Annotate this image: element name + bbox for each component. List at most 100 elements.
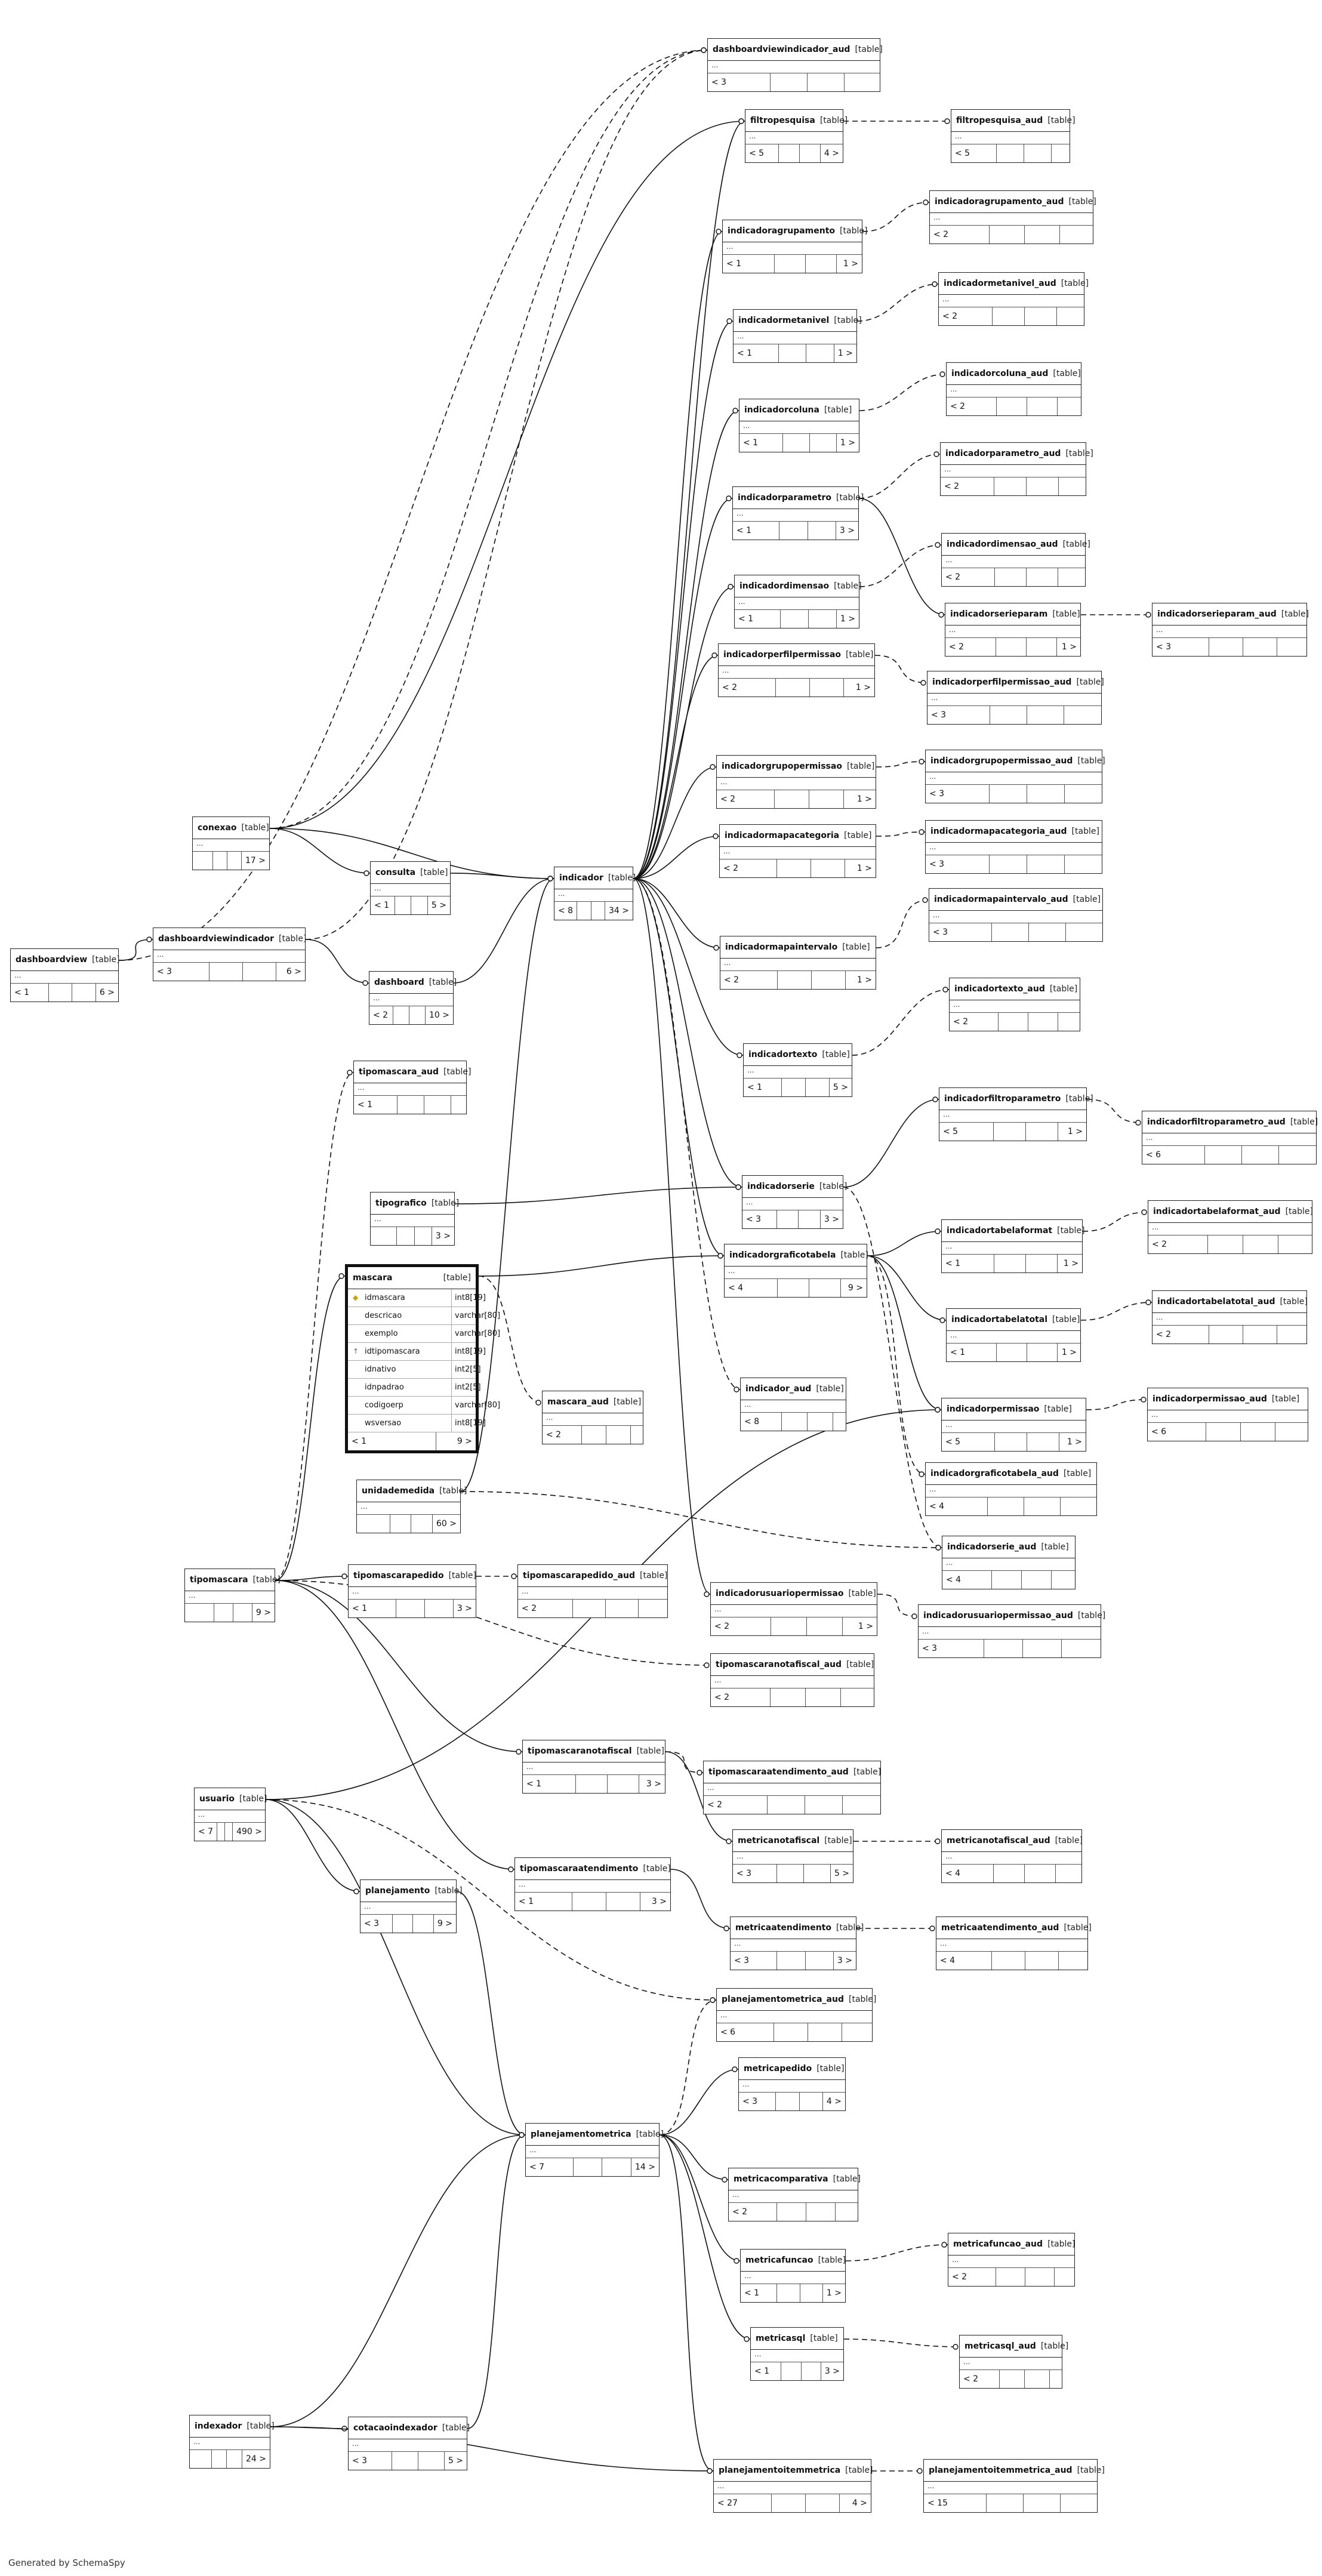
outgoing-count[interactable] [1275, 1423, 1308, 1441]
table-indicadorusuariopermissao_aud[interactable]: indicadorusuariopermissao_aud[table]...<… [918, 1604, 1105, 1658]
outgoing-count[interactable] [841, 1688, 874, 1706]
incoming-count[interactable]: < 1 [515, 1893, 572, 1911]
table-indicadormapacategoria_aud[interactable]: indicadormapacategoria_aud[table]...< 3 [925, 820, 1102, 874]
outgoing-count[interactable]: 6 > [99, 988, 115, 997]
table-metricanotafiscal_aud[interactable]: metricanotafiscal_aud[table]...< 4 [941, 1829, 1083, 1883]
incoming-count[interactable]: < 3 [360, 1915, 393, 1933]
incoming-count[interactable] [357, 1515, 390, 1533]
outgoing-count[interactable]: 4 > [824, 149, 840, 158]
incoming-count[interactable]: < 7 [526, 2158, 574, 2176]
table-indicadorcoluna_aud[interactable]: indicadorcoluna_aud[table]...< 2 [946, 362, 1081, 416]
incoming-count[interactable]: < 2 [711, 1688, 771, 1706]
outgoing-count[interactable] [1065, 855, 1102, 873]
incoming-count[interactable]: < 5 [951, 144, 997, 162]
incoming-count[interactable]: < 2 [947, 398, 997, 415]
outgoing-count[interactable]: 9 > [255, 1608, 271, 1617]
outgoing-count[interactable]: 3 > [837, 1956, 852, 1965]
incoming-count[interactable]: < 1 [734, 344, 779, 362]
outgoing-count[interactable]: 3 > [824, 2367, 840, 2376]
outgoing-count[interactable]: 1 > [856, 975, 872, 985]
outgoing-count[interactable] [833, 1413, 846, 1431]
table-tipomascarapedido_aud[interactable]: tipomascarapedido_aud[table]...< 2 [517, 1564, 668, 1618]
incoming-count[interactable]: < 2 [518, 1600, 573, 1617]
incoming-count[interactable]: < 27 [714, 2494, 772, 2512]
incoming-count[interactable]: < 5 [942, 1433, 995, 1451]
table-indicadorparametro_aud[interactable]: indicadorparametro_aud[table]...< 2 [940, 442, 1093, 496]
outgoing-count[interactable] [1277, 1326, 1306, 1344]
outgoing-count[interactable]: 9 > [848, 1283, 863, 1293]
incoming-count[interactable]: < 3 [926, 785, 990, 803]
incoming-count[interactable]: < 4 [926, 1497, 988, 1515]
incoming-count[interactable]: < 3 [349, 2452, 392, 2470]
table-unidademedida[interactable]: unidademedida[table]...60 > [356, 1480, 467, 1533]
incoming-count[interactable]: < 2 [720, 859, 777, 877]
outgoing-count[interactable]: 9 > [457, 1437, 472, 1446]
table-metricaatendimento_aud[interactable]: metricaatendimento_aud[table]...< 4 [936, 1916, 1092, 1970]
incoming-count[interactable]: < 2 [543, 1426, 582, 1444]
outgoing-count[interactable]: 1 > [856, 864, 872, 873]
outgoing-count[interactable]: 1 > [843, 259, 858, 269]
outgoing-count[interactable] [1055, 2268, 1074, 2286]
table-indicadorserieparam_aud[interactable]: indicadorserieparam_aud[table]...< 3 [1152, 603, 1309, 657]
table-indicadortabelatotal_aud[interactable]: indicadortabelatotal_aud[table]...< 2 [1152, 1290, 1308, 1344]
incoming-count[interactable] [371, 1227, 397, 1245]
table-filtropesquisa_aud[interactable]: filtropesquisa_aud[table]...< 5 [951, 109, 1076, 163]
incoming-count[interactable]: < 2 [717, 790, 775, 808]
outgoing-count[interactable] [1061, 2494, 1097, 2512]
table-indicadorfiltroparametro_aud[interactable]: indicadorfiltroparametro_aud[table]...< … [1142, 1111, 1318, 1164]
incoming-count[interactable]: < 1 [735, 610, 781, 628]
incoming-count[interactable]: < 1 [371, 896, 395, 914]
incoming-count[interactable]: < 1 [751, 2362, 782, 2380]
incoming-count[interactable]: < 2 [369, 1006, 393, 1024]
table-indicadormapaintervalo_aud[interactable]: indicadormapaintervalo_aud[table]...< 3 [929, 888, 1103, 942]
incoming-count[interactable]: < 3 [926, 855, 990, 873]
outgoing-count[interactable]: 5 > [431, 901, 447, 910]
outgoing-count[interactable] [1059, 477, 1086, 495]
outgoing-count[interactable]: 5 > [833, 1083, 849, 1092]
outgoing-count[interactable] [1057, 307, 1084, 325]
incoming-count[interactable]: < 1 [942, 1255, 994, 1272]
incoming-count[interactable]: < 3 [927, 706, 990, 724]
table-dashboardviewindicador_aud[interactable]: dashboardviewindicador_aud[table]...< 3 [707, 38, 883, 92]
outgoing-count[interactable] [836, 2203, 858, 2221]
outgoing-count[interactable]: 10 > [429, 1010, 450, 1020]
outgoing-count[interactable]: 1 > [840, 614, 856, 624]
incoming-count[interactable]: < 5 [939, 1123, 994, 1141]
incoming-count[interactable]: < 2 [942, 568, 995, 586]
incoming-count[interactable]: < 3 [731, 1952, 778, 1970]
outgoing-count[interactable] [1060, 226, 1093, 244]
incoming-count[interactable]: < 1 [11, 984, 49, 1002]
outgoing-count[interactable] [1278, 1235, 1312, 1253]
incoming-count[interactable]: < 4 [942, 1865, 994, 1882]
outgoing-count[interactable] [842, 2023, 872, 2041]
incoming-count[interactable]: < 4 [725, 1279, 778, 1297]
outgoing-count[interactable] [631, 1426, 643, 1444]
incoming-count[interactable]: < 1 [741, 2284, 778, 2302]
incoming-count[interactable]: < 3 [708, 73, 771, 91]
table-indicadorgrupopermissao_aud[interactable]: indicadorgrupopermissao_aud[table]...< 3 [925, 750, 1105, 803]
incoming-count[interactable] [185, 1604, 214, 1622]
outgoing-count[interactable]: 34 > [609, 906, 629, 916]
incoming-count[interactable]: < 2 [930, 226, 990, 244]
outgoing-count[interactable]: 1 > [837, 349, 853, 358]
incoming-count[interactable]: < 1 [947, 1344, 997, 1361]
incoming-count[interactable]: < 3 [153, 963, 209, 981]
incoming-count[interactable]: < 1 [349, 1600, 396, 1617]
